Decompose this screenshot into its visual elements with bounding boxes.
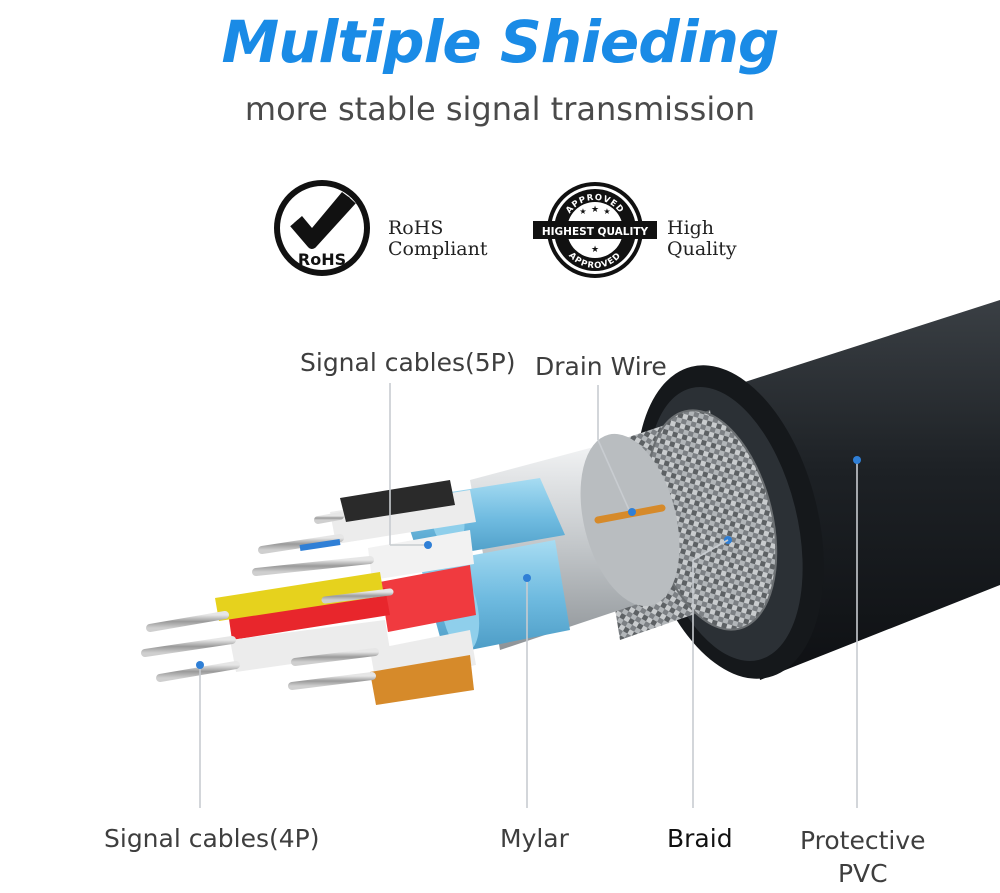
seal-banner: HIGHEST QUALITY <box>542 226 649 238</box>
quality-seal: APPROVED APPROVED HIGHEST QUALITY ★ ★ ★ … <box>531 180 659 280</box>
label-mylar: Mylar <box>500 824 569 853</box>
svg-text:★: ★ <box>579 207 586 216</box>
svg-text:★: ★ <box>603 207 610 216</box>
label-braid: Braid <box>667 824 733 853</box>
signal-cables-5p <box>252 480 476 580</box>
quality-seal-icon: APPROVED APPROVED HIGHEST QUALITY ★ ★ ★ … <box>533 182 657 278</box>
svg-text:★: ★ <box>591 245 599 255</box>
label-pvc-line1: Protective <box>800 826 926 855</box>
rohs-caption: RoHS Compliant <box>388 218 488 260</box>
label-signal-cables-4p: Signal cables(4P) <box>104 824 320 853</box>
rohs-caption-line1: RoHS <box>388 217 444 239</box>
rohs-caption-line2: Compliant <box>388 238 488 260</box>
quality-caption-line2: Quality <box>667 238 737 260</box>
page-subtitle: more stable signal transmission <box>244 90 756 128</box>
rohs-check-icon: RoHS <box>274 180 370 276</box>
label-protective-pvc: Protective PVC <box>800 824 926 890</box>
signal-cables-4p <box>141 565 476 705</box>
label-drain-wire: Drain Wire <box>535 352 667 381</box>
rohs-mark: RoHS <box>298 250 346 269</box>
leader-lines <box>199 383 858 808</box>
page-title: Multiple Shieding <box>221 8 780 76</box>
quality-caption-line1: High <box>667 217 715 239</box>
quality-caption: High Quality <box>667 218 737 260</box>
rohs-badge: RoHS <box>272 178 372 278</box>
label-pvc-line2: PVC <box>837 859 888 888</box>
svg-text:★: ★ <box>591 205 599 215</box>
label-signal-cables-5p: Signal cables(5P) <box>300 348 516 377</box>
callout-dots <box>196 456 861 669</box>
